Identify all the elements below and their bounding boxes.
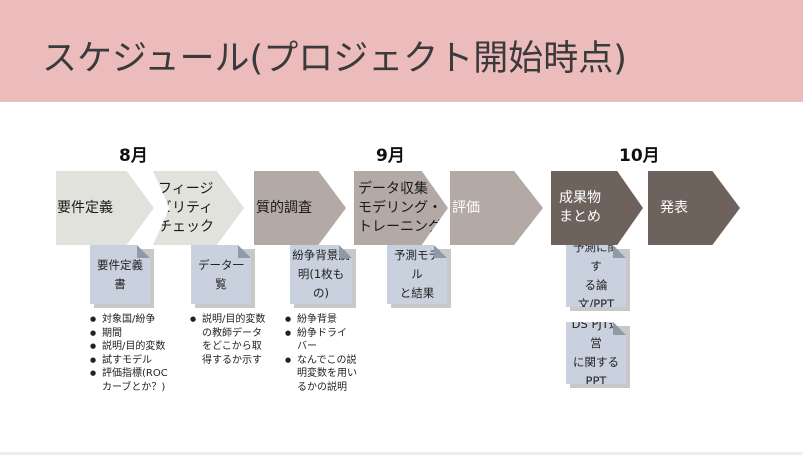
phase-feasibility-check: フィージ ビリティ チェック: [153, 171, 244, 245]
note-item: 期間: [90, 327, 200, 341]
document-requirements-spec: 要件定義書: [90, 245, 150, 304]
data-list-notes: 説明/目的変数 の教師データ をどこから取 得するか示す: [190, 313, 280, 367]
document-ds-project-ppt: DS PJT運営 に関する PPT: [566, 322, 626, 384]
note-item: 対象国/紛争: [90, 313, 200, 327]
document-label: データ一覧: [198, 257, 244, 291]
title-banner: スケジュール(プロジェクト開始時点): [0, 0, 803, 102]
conflict-background-notes: 紛争背景 紛争ドライ バー なんでこの説 明変数を用い るかの説明: [285, 313, 375, 395]
document-prediction-model: 予測モデル と結果: [387, 245, 447, 304]
document-label: 要件定義書: [97, 257, 143, 291]
note-item: 説明/目的変数 の教師データ をどこから取 得するか示す: [190, 313, 280, 367]
page-title: スケジュール(プロジェクト開始時点): [42, 39, 627, 79]
document-label: 予測モデル と結果: [394, 248, 440, 300]
note-item: 紛争背景: [285, 313, 375, 327]
note-item: なんでこの説 明変数を用い るかの説明: [285, 354, 375, 395]
document-data-list: データ一覧: [191, 245, 251, 304]
month-label-september: 9月: [376, 146, 405, 166]
phase-presentation: 発表: [648, 171, 740, 245]
phase-deliverables: 成果物 まとめ: [551, 171, 643, 245]
month-label-october: 10月: [619, 146, 660, 166]
footer-divider: [0, 452, 803, 455]
document-conflict-background: 紛争背景説 明(1枚もの): [290, 245, 352, 304]
phase-evaluation: 評価: [450, 171, 543, 245]
phase-qualitative-research: 質的調査: [254, 171, 346, 245]
document-prediction-paper: 予測に関す る論文/PPT: [566, 245, 626, 307]
note-item: 評価指標(ROC カーブとか？): [90, 367, 200, 394]
phase-requirements: 要件定義: [56, 171, 154, 245]
note-item: 試すモデル: [90, 354, 200, 368]
month-label-august: 8月: [119, 146, 148, 166]
requirements-notes: 対象国/紛争 期間 説明/目的変数 試すモデル 評価指標(ROC カーブとか？): [90, 313, 200, 395]
document-label: 紛争背景説 明(1枚もの): [292, 248, 350, 300]
phase-data-modeling: データ収集・ モデリング・ トレーニング: [354, 171, 448, 245]
note-item: 説明/目的変数: [90, 340, 200, 354]
note-item: 紛争ドライ バー: [285, 327, 375, 354]
